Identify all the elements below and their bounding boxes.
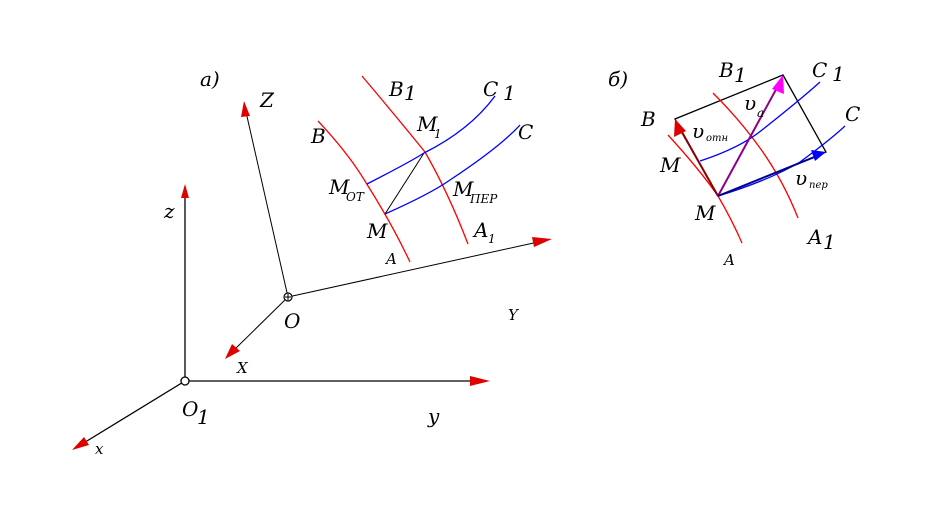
origin-o1-marker: [180, 376, 190, 386]
vector-v-tr: [717, 155, 818, 197]
panel-b-title: б): [608, 67, 628, 91]
label-point-Mot-sub: OT: [346, 190, 365, 204]
label-b-curve-C: C: [845, 102, 860, 126]
label-curve-A1-sub: 1: [488, 232, 496, 246]
curve-b-B1A1: [712, 92, 799, 219]
axis-Z-moving: [245, 111, 289, 298]
label-point-Mper: M: [452, 177, 474, 201]
label-point-M: M: [366, 219, 388, 243]
panel-b: б) B B 1 C 1 C A A 1 M M υ a υ отн υ пер: [608, 58, 860, 269]
vector-v-abs-arrowhead: [772, 75, 784, 94]
curve-b-M-C1: [699, 81, 821, 162]
label-v-rel-sub: отн: [706, 133, 728, 144]
label-curve-A: A: [384, 250, 397, 268]
label-b-curve-A: A: [722, 251, 735, 269]
label-point-Mot: M: [328, 175, 350, 199]
origin-o1-label: O: [182, 397, 198, 421]
label-b-point-M-bottom: M: [694, 201, 716, 225]
axis-x-fixed-arrowhead: [72, 437, 89, 450]
vector-v-abs: [717, 83, 780, 197]
label-curve-C: C: [518, 120, 533, 144]
panel-a: а) z y x O 1 Z Y X: [72, 67, 552, 458]
curve-BA: [317, 120, 411, 263]
label-curve-A1: A: [472, 218, 488, 242]
label-b-curve-A1-sub: 1: [823, 230, 836, 254]
vector-v-rel-arrowhead: [674, 119, 686, 137]
label-b-curve-B: B: [640, 107, 656, 131]
label-b-curve-B1: B: [718, 58, 734, 82]
axis-z-fixed-arrowhead: [181, 184, 189, 198]
label-curve-B1: B: [388, 77, 404, 101]
label-curve-C1-sub: 1: [503, 81, 516, 105]
axis-X-moving-arrowhead: [225, 344, 240, 359]
label-point-M1-sub: 1: [434, 127, 442, 141]
curve-M-C: [384, 124, 521, 215]
axis-y-fixed-arrowhead: [470, 376, 490, 386]
label-v-tr-sub: пер: [809, 180, 828, 191]
origin-o1-sub: 1: [197, 405, 210, 429]
vector-v-tr-arrowhead: [811, 150, 826, 161]
segment-M-M1: [384, 152, 425, 215]
curve-b-BA: [667, 134, 743, 244]
panel-a-title: а): [200, 67, 220, 91]
label-curve-B: B: [310, 124, 326, 148]
label-v-rel: υ: [692, 119, 704, 143]
label-v-tr: υ: [795, 166, 807, 190]
axis-Z-moving-label: Z: [259, 88, 275, 112]
label-curve-B1-sub: 1: [404, 81, 417, 105]
label-curve-C1: C: [483, 77, 498, 101]
axis-Y-moving-arrowhead: [532, 237, 552, 247]
axis-Y-moving: [287, 241, 539, 298]
label-b-curve-C1-sub: 1: [832, 62, 845, 86]
axis-z-fixed-label: z: [163, 199, 175, 223]
trajectories-a: [317, 75, 521, 263]
vector-v-rel: [678, 126, 719, 197]
label-point-Mper-sub: ПЕР: [469, 192, 498, 206]
label-v-abs-sub: a: [757, 106, 764, 120]
axis-Y-moving-label: Y: [508, 306, 520, 324]
axis-X-moving: [233, 296, 289, 351]
origin-o-label: O: [284, 309, 300, 333]
fixed-frame: z y x O 1: [72, 184, 490, 458]
label-b-point-M-left: M: [659, 153, 681, 177]
moving-frame: Z Y X O: [225, 88, 552, 377]
label-b-curve-C1: C: [812, 58, 827, 82]
axis-x-fixed: [81, 380, 186, 445]
axis-Z-moving-arrowhead: [241, 101, 250, 117]
axis-x-fixed-label: x: [95, 440, 104, 458]
axis-y-fixed-label: y: [427, 404, 440, 428]
curve-Mot-C1: [366, 95, 496, 185]
label-point-M1: M: [416, 112, 438, 136]
label-b-curve-A1: A: [806, 225, 822, 249]
label-v-abs: υ: [744, 91, 756, 115]
axis-X-moving-label: X: [236, 359, 249, 377]
label-b-curve-B1-sub: 1: [734, 63, 747, 87]
